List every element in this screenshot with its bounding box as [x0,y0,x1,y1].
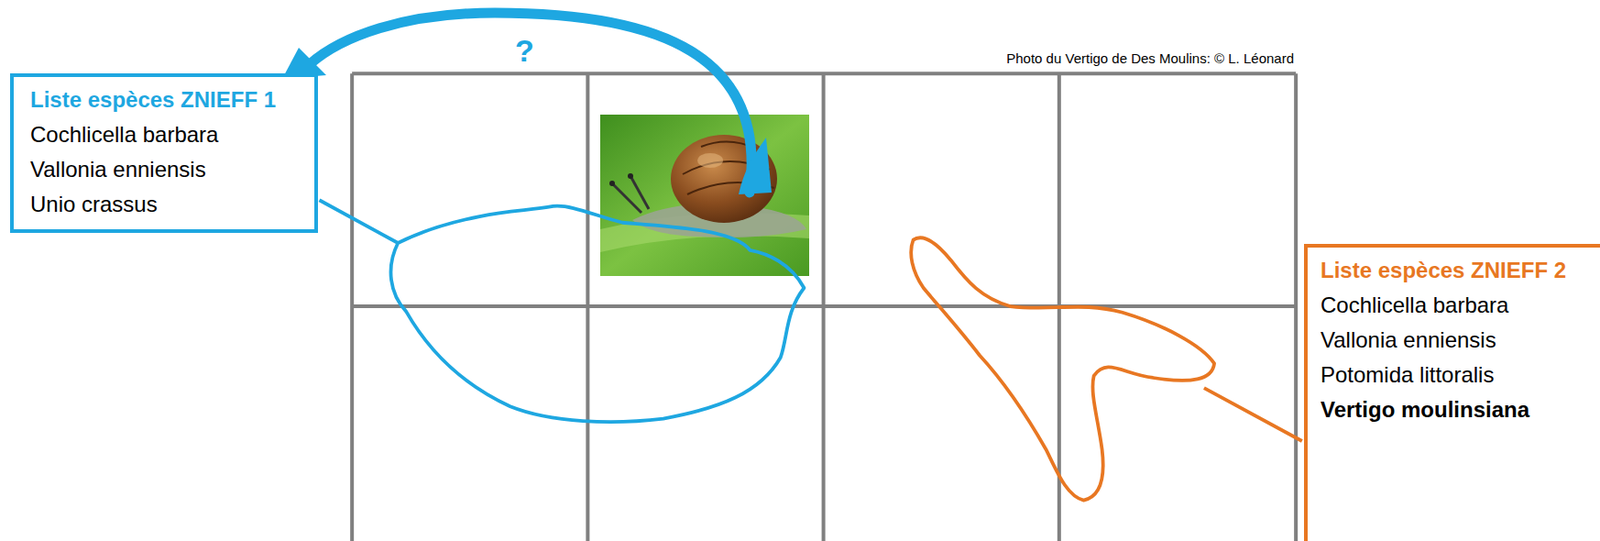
leader-line [1204,387,1303,441]
species-name: Cochlicella barbara [1320,287,1600,323]
species-name: Cochlicella barbara [30,117,298,153]
znieff-2-outline [910,237,1215,500]
znieff-1-outline [390,206,804,422]
list-heading: Liste espèces ZNIEFF 2 [1320,252,1600,288]
species-list-box: Liste espèces ZNIEFF 1Cochlicella barbar… [10,73,318,233]
leader-line [319,199,399,243]
list-heading: Liste espèces ZNIEFF 1 [30,82,298,118]
question-mark: ? [515,32,535,69]
species-name: Vallonia enniensis [30,152,298,187]
curved-arrow [282,12,772,195]
species-name: Vallonia enniensis [1320,322,1600,358]
grid [351,73,1296,541]
species-name: Vertigo moulinsiana [1320,392,1600,428]
species-list-box: Liste espèces ZNIEFF 2Cochlicella barbar… [1304,243,1600,541]
species-name: Potomida littoralis [1320,357,1600,393]
photo-credit: Photo du Vertigo de Des Moulins: © L. Lé… [1006,50,1294,66]
species-name: Unio crassus [30,186,298,222]
snail-photo [600,114,810,276]
